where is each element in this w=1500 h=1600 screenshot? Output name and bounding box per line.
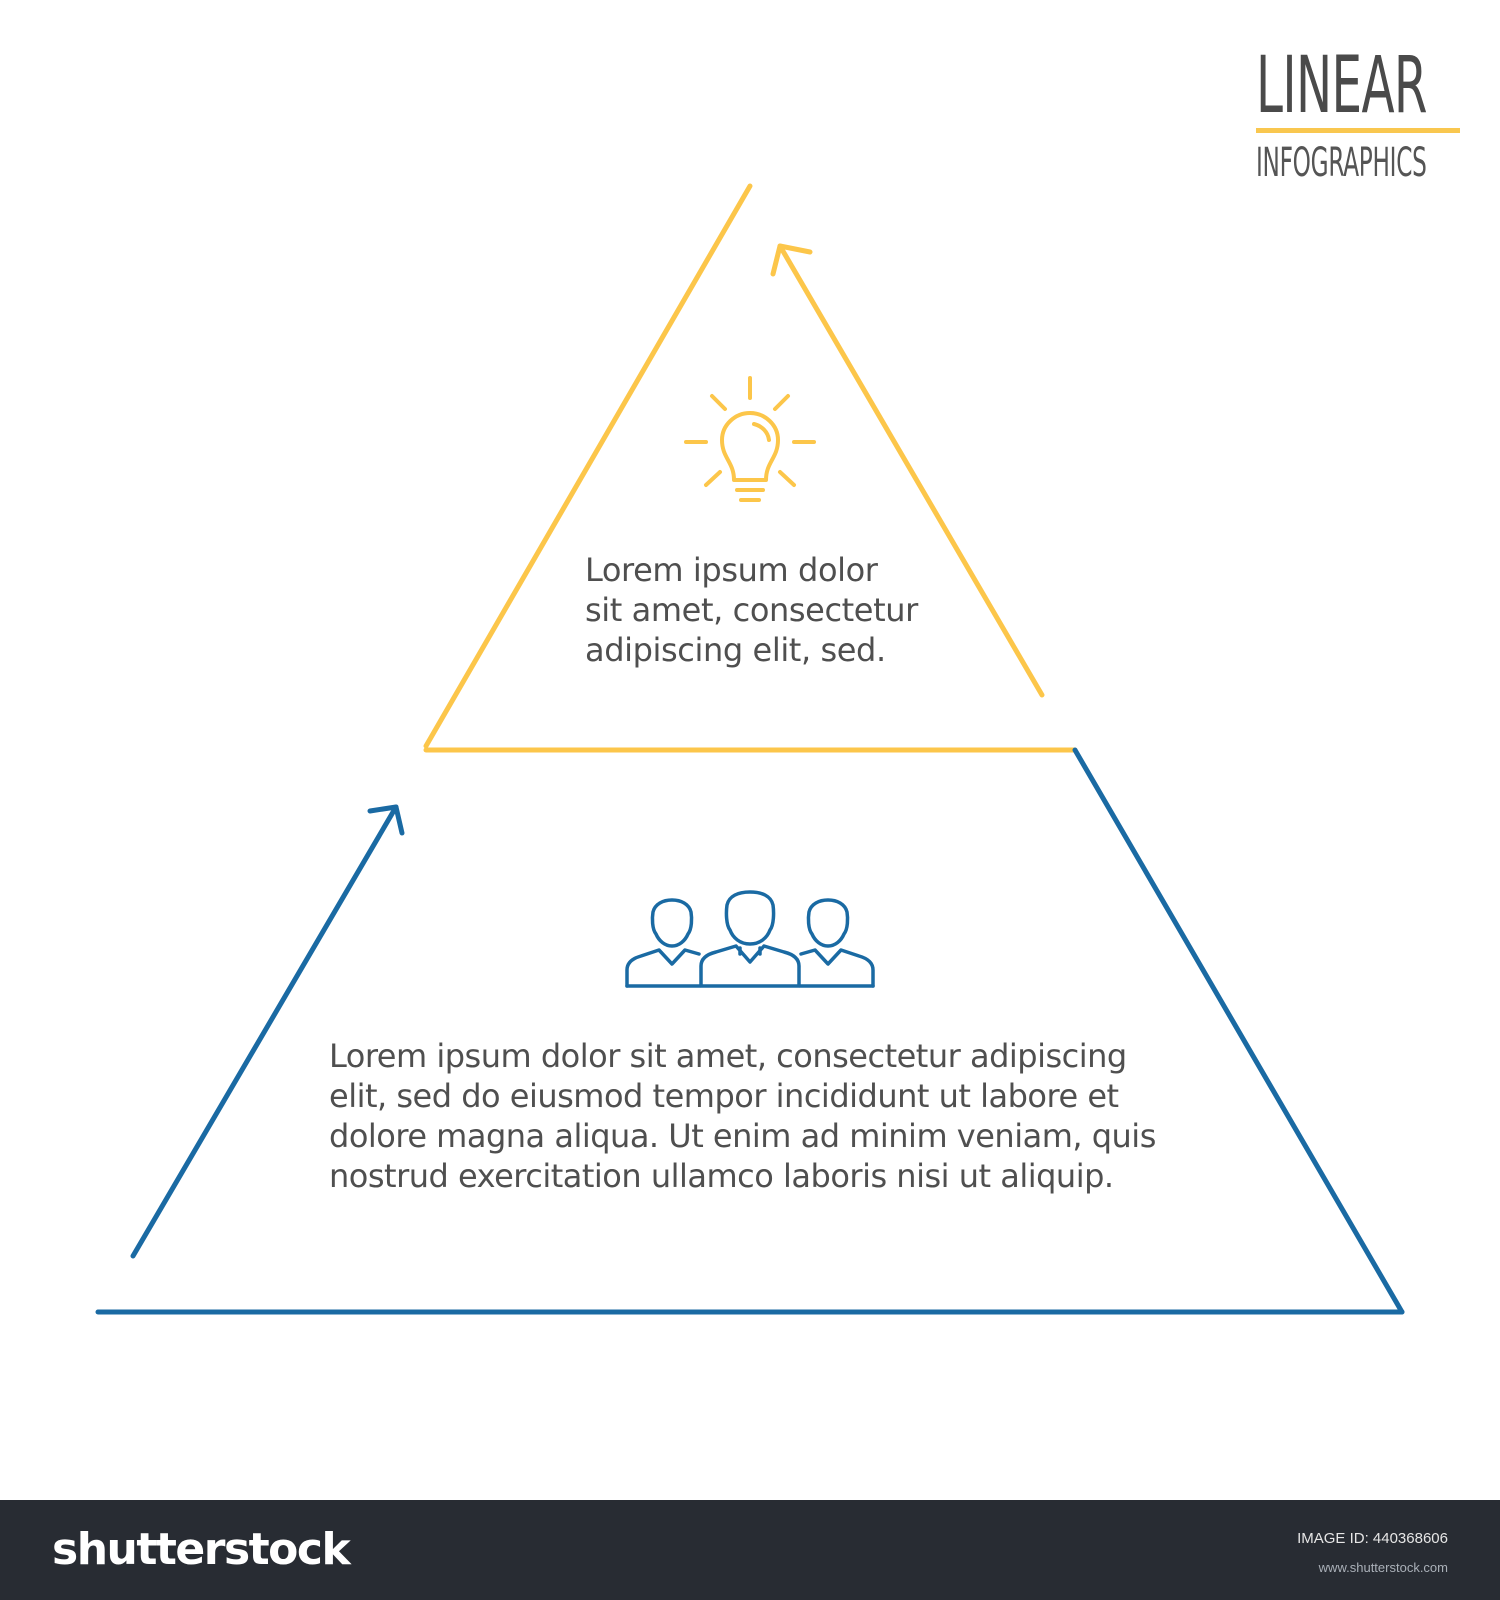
footer-logo: shutterstock	[52, 1524, 351, 1575]
bottom-tier	[95, 747, 1405, 1315]
bottom-tier-text: Lorem ipsum dolor sit amet, consectetur …	[329, 1037, 1156, 1195]
bottom-tier-arrow-head	[367, 804, 405, 836]
top-tier	[423, 183, 1078, 753]
brand-accent-bar	[1256, 128, 1460, 133]
bottom-tier-right-edge	[1072, 747, 1405, 1315]
footer-image-id: IMAGE ID: 440368606	[1297, 1530, 1448, 1547]
brand-title: LINEAR	[1256, 41, 1428, 131]
top-tier-arrow-head	[770, 243, 813, 277]
top-tier-text: Lorem ipsum dolor sit amet, consectetur …	[585, 551, 918, 669]
team-people-icon	[625, 890, 875, 988]
bottom-tier-left-arrow-shaft	[130, 804, 399, 1259]
pyramid-diagram	[95, 183, 1405, 1315]
footer-url: www.shutterstock.com	[1318, 1560, 1448, 1575]
footer-bar: shutterstock IMAGE ID: 440368606 www.shu…	[0, 1500, 1500, 1600]
brand-logo: LINEAR INFOGRAPHICS	[1256, 41, 1464, 185]
top-tier-left-edge	[423, 183, 753, 749]
brand-subtitle: INFOGRAPHICS	[1256, 140, 1427, 186]
lightbulb-icon	[684, 376, 816, 502]
top-tier-right-arrow-shaft	[777, 243, 1045, 698]
